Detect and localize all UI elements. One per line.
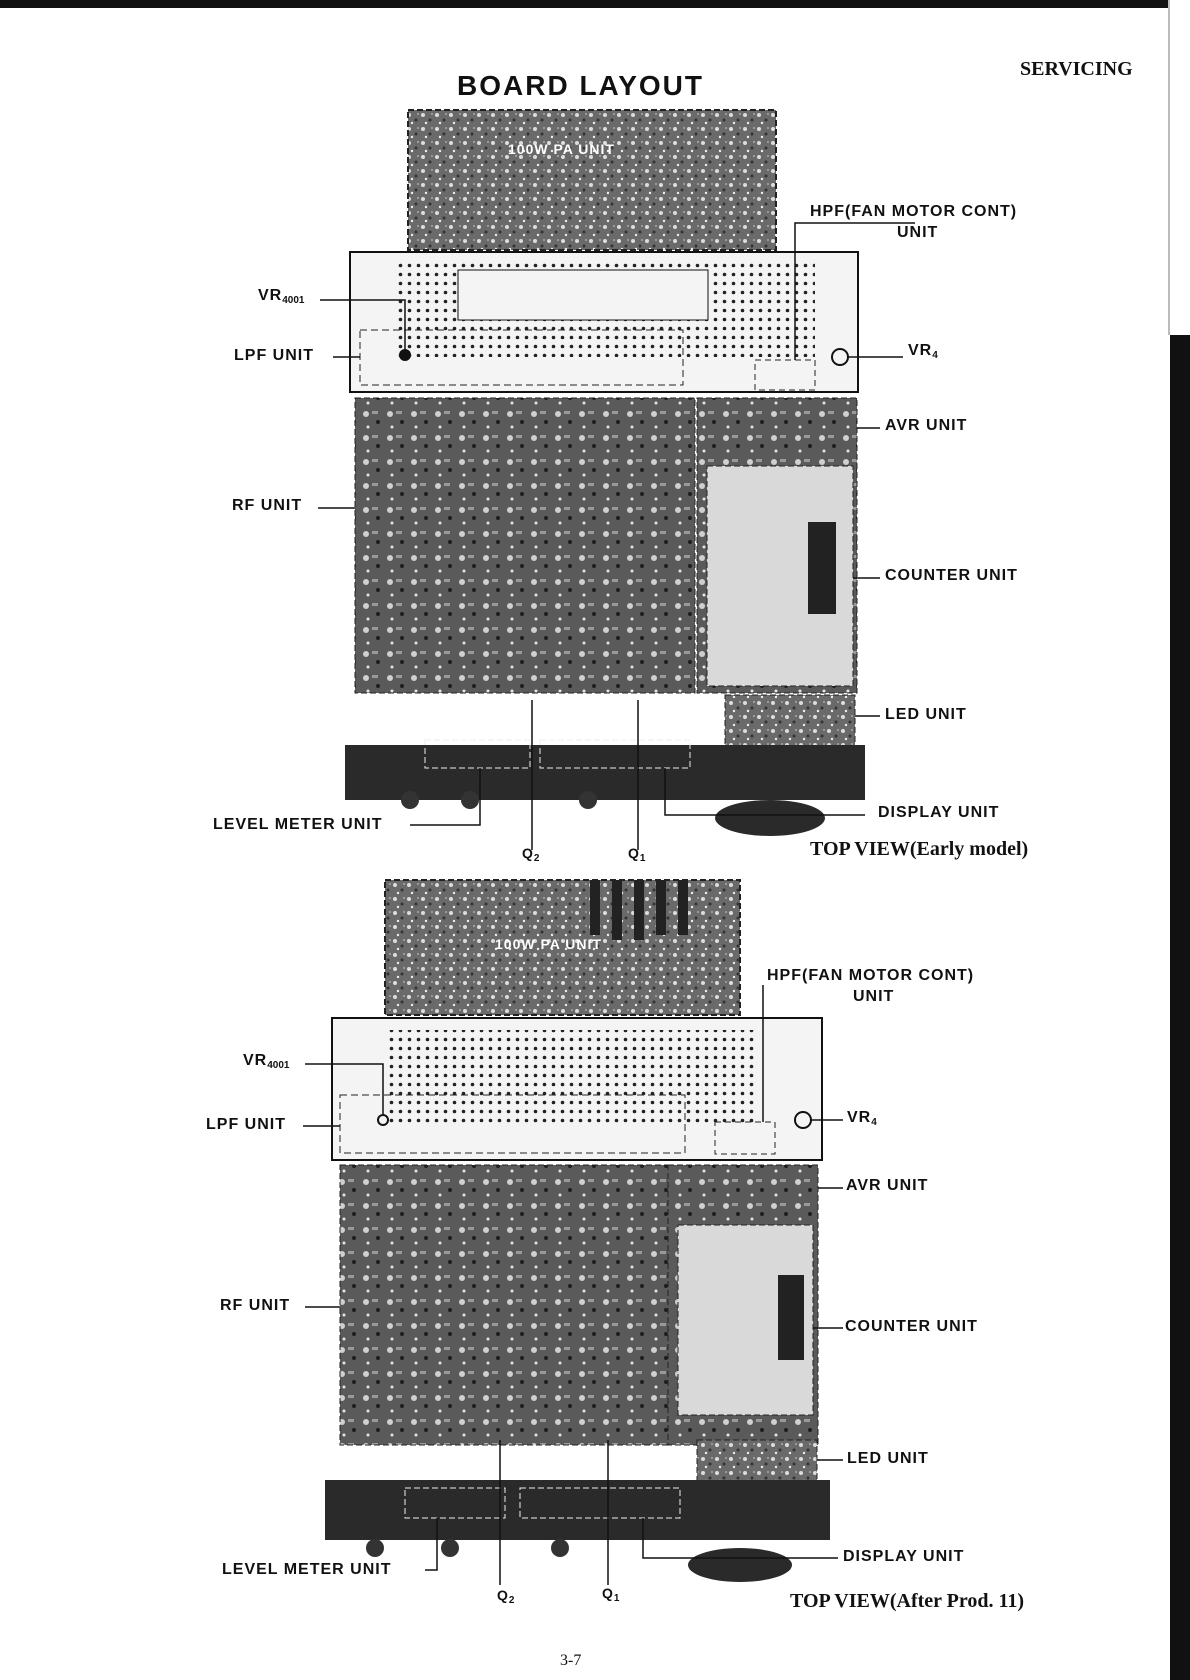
vr4001-label: VR4001 [243, 1052, 290, 1071]
q1-label: Q1 [602, 1585, 620, 1604]
lpf-unit-outline [339, 1094, 686, 1154]
level-meter-outline [424, 739, 531, 769]
vr4-label: VR4 [908, 342, 938, 361]
q2-label: Q2 [497, 1587, 515, 1606]
counter-display-block [808, 522, 836, 614]
leader-display [642, 1518, 838, 1559]
hpf-unit-label-2: UNIT [853, 988, 895, 1005]
display-unit-outline [539, 739, 691, 769]
top-plate-vent-grid [385, 1030, 755, 1125]
lpf-unit-label: LPF UNIT [206, 1116, 286, 1133]
q2-label: Q2 [522, 845, 540, 864]
front-knob-2 [441, 1539, 459, 1557]
pa-unit-body [407, 109, 777, 251]
front-panel [345, 745, 865, 800]
view-caption-early: TOP VIEW(Early model) [810, 838, 1029, 860]
lpf-unit-label: LPF UNIT [234, 347, 314, 364]
top-plate-inner-window [457, 269, 709, 321]
leader-display [664, 768, 865, 816]
level-meter-unit-label: LEVEL METER UNIT [222, 1561, 392, 1578]
q1-label: Q1 [628, 845, 646, 864]
front-panel [325, 1480, 830, 1540]
front-knob-3 [579, 791, 597, 809]
led-unit-outline [724, 694, 856, 748]
display-unit-label: DISPLAY UNIT [878, 804, 1000, 821]
view-caption-after-prod: TOP VIEW(After Prod. 11) [790, 1590, 1025, 1612]
display-unit-label: DISPLAY UNIT [843, 1548, 965, 1565]
leader-hpf [794, 222, 915, 360]
hpf-unit-label-2: UNIT [897, 224, 939, 241]
pa-unit-label: 100W PA UNIT [508, 141, 615, 157]
leader-vr4001 [320, 299, 406, 350]
scan-top-border [0, 0, 1170, 8]
vr4-label: VR4 [847, 1109, 877, 1128]
page-number: 3-7 [560, 1652, 582, 1669]
front-knob-1 [401, 791, 419, 809]
avr-unit-label: AVR UNIT [885, 417, 968, 434]
level-meter-unit-label: LEVEL METER UNIT [213, 816, 383, 833]
level-meter-outline [404, 1487, 506, 1519]
rf-unit-label: RF UNIT [232, 497, 303, 514]
hpf-unit-label: HPF(FAN MOTOR CONT) [767, 967, 975, 984]
front-knob-1 [366, 1539, 384, 1557]
hpf-unit-outline [714, 1121, 776, 1155]
scan-right-border [1170, 335, 1190, 1680]
main-tuning-knob [688, 1548, 792, 1582]
leader-level-meter [425, 1518, 438, 1571]
rf-unit-board [354, 397, 696, 694]
vr4001-label: VR4001 [258, 287, 305, 306]
rf-unit-board [339, 1164, 671, 1446]
avr-unit-label: AVR UNIT [846, 1177, 929, 1194]
rf-unit-label: RF UNIT [220, 1297, 291, 1314]
leader-vr4001 [305, 1063, 384, 1114]
counter-unit-label: COUNTER UNIT [885, 567, 1018, 584]
main-tuning-knob [715, 800, 825, 836]
vr4001-knob [399, 349, 411, 361]
leader-level-meter [410, 768, 481, 826]
page-title: BOARD LAYOUT [457, 70, 704, 101]
hpf-unit-label: HPF(FAN MOTOR CONT) [810, 203, 1018, 220]
hpf-unit-outline [754, 359, 816, 391]
front-knob-3 [551, 1539, 569, 1557]
led-unit-outline [696, 1439, 818, 1486]
pa-unit-label: 100W PA UNIT [495, 936, 602, 952]
counter-unit-label: COUNTER UNIT [845, 1318, 978, 1335]
counter-display-block [778, 1275, 804, 1360]
vr4001-knob [377, 1114, 389, 1126]
heat-sink-fins [590, 880, 688, 940]
front-knob-2 [461, 791, 479, 809]
scan-right-edge [1168, 0, 1170, 335]
led-unit-label: LED UNIT [847, 1450, 929, 1467]
section-heading: SERVICING [1020, 58, 1133, 80]
display-unit-outline [519, 1487, 681, 1519]
led-unit-label: LED UNIT [885, 706, 967, 723]
